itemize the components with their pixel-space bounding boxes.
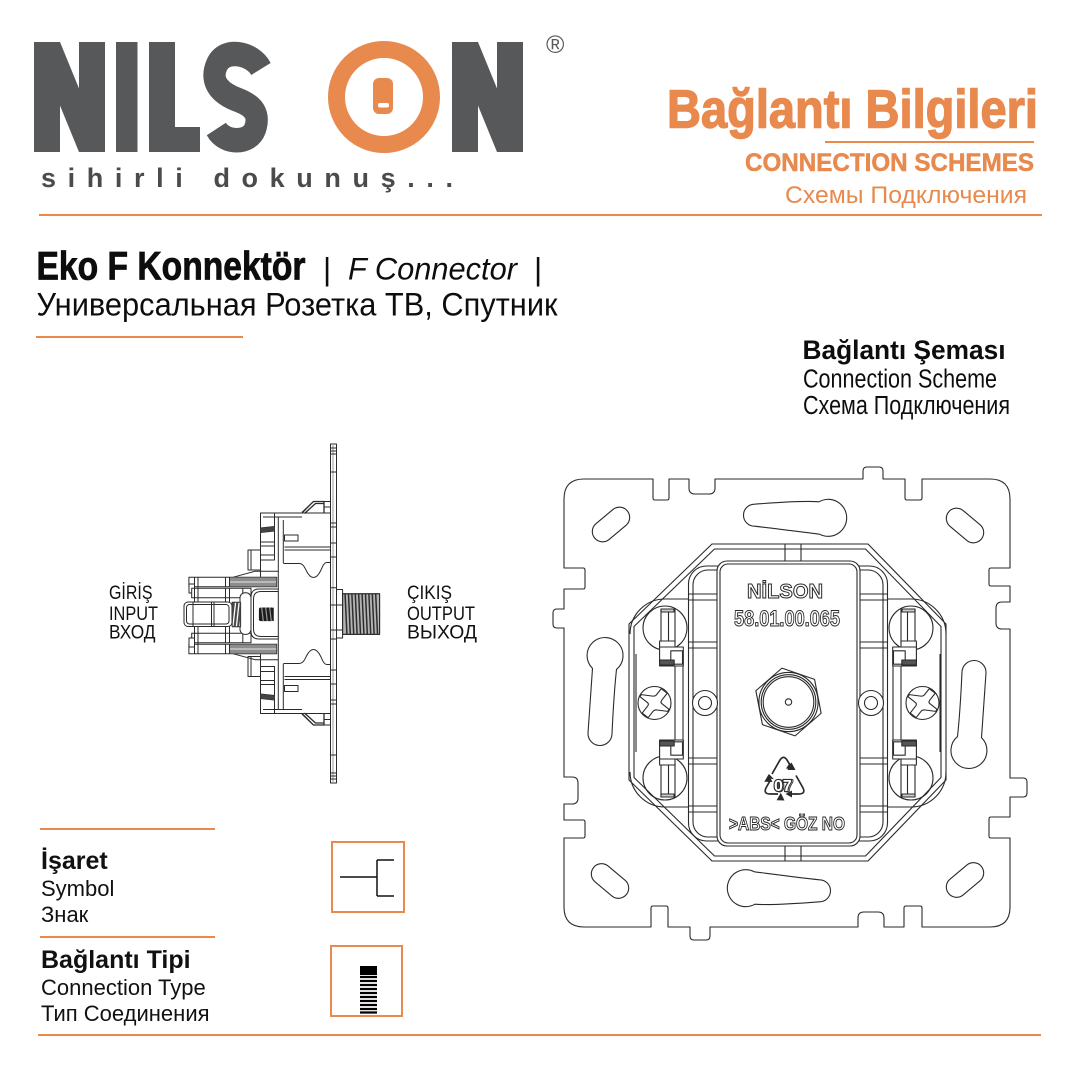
svg-text:|: | bbox=[323, 251, 331, 287]
svg-text:>ABS< GÖZ NO: >ABS< GÖZ NO bbox=[729, 813, 845, 834]
svg-text:ВЫХОД: ВЫХОД bbox=[407, 623, 477, 644]
svg-text:GİRİŞ: GİRİŞ bbox=[109, 583, 153, 604]
svg-text:07: 07 bbox=[774, 778, 792, 795]
svg-text:CONNECTION SCHEMES: CONNECTION SCHEMES bbox=[745, 149, 1034, 177]
svg-text:|: | bbox=[534, 251, 542, 287]
svg-text:Connection Scheme: Connection Scheme bbox=[803, 366, 997, 394]
svg-text:07: 07 bbox=[775, 778, 793, 796]
svg-text:INPUT: INPUT bbox=[109, 604, 158, 625]
svg-text:Универсальная Розетка ТВ, Спут: Универсальная Розетка ТВ, Спутник bbox=[37, 286, 559, 322]
svg-text:NİLSON: NİLSON bbox=[747, 580, 823, 603]
svg-text:F Connector: F Connector bbox=[348, 251, 518, 287]
svg-text:07: 07 bbox=[774, 778, 792, 795]
svg-text:OUTPUT: OUTPUT bbox=[407, 604, 475, 625]
svg-text:Схемы Подключения: Схемы Подключения bbox=[785, 182, 1027, 209]
svg-text:ÇIKIŞ: ÇIKIŞ bbox=[407, 583, 452, 604]
svg-text:ВХОД: ВХОД bbox=[109, 623, 156, 644]
svg-text:Bağlantı Bilgileri: Bağlantı Bilgileri bbox=[667, 80, 1038, 140]
svg-text:Eko F Konnektör: Eko F Konnektör bbox=[37, 244, 306, 288]
svg-text:Bağlantı Şeması: Bağlantı Şeması bbox=[803, 335, 1006, 365]
svg-text:58.01.00.065: 58.01.00.065 bbox=[734, 606, 840, 631]
svg-text:®: ® bbox=[546, 31, 565, 59]
svg-text:07: 07 bbox=[775, 778, 793, 796]
svg-text:Схема Подключения: Схема Подключения bbox=[803, 392, 1010, 420]
